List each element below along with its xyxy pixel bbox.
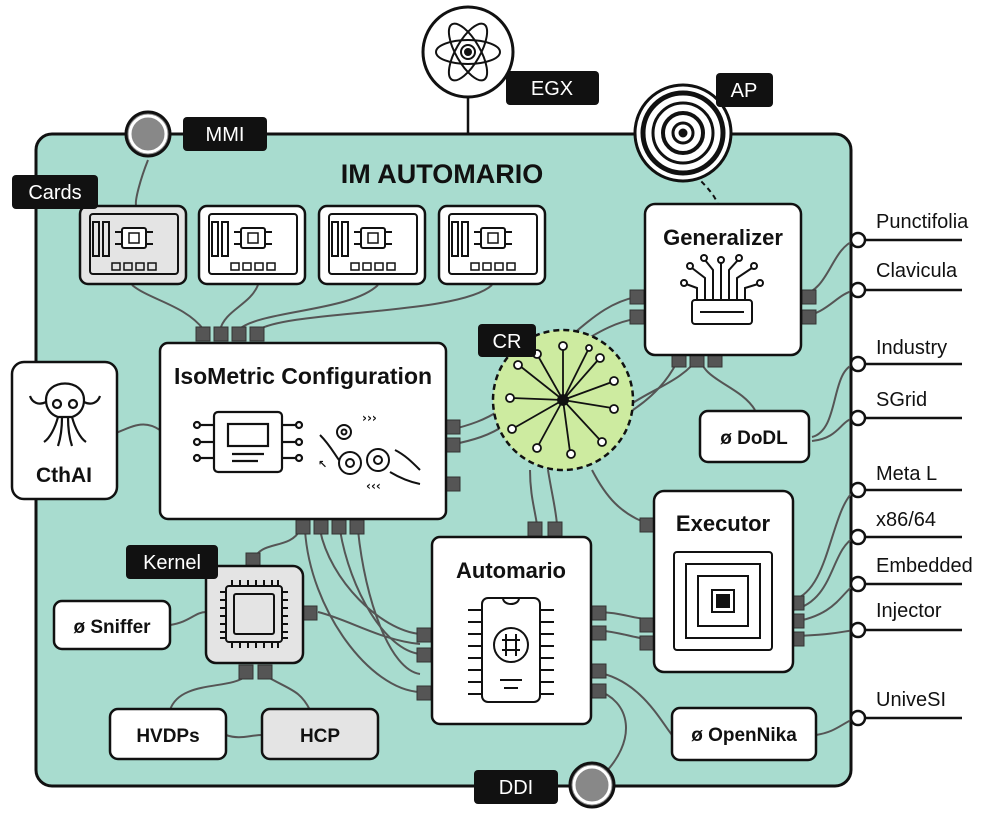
executor-box: Executor	[652, 489, 795, 674]
cr-hub	[491, 328, 635, 472]
svg-text:Kernel: Kernel	[143, 552, 201, 574]
output-label-punctifolia: Punctifolia	[876, 211, 969, 233]
card-3	[317, 204, 427, 286]
isometric-configuration-title: IsoMetric Configuration	[174, 363, 432, 389]
output-label-meta-l: Meta L	[876, 463, 937, 485]
cthai-box: CthAI	[10, 360, 119, 501]
circuit-tree-icon	[680, 254, 764, 325]
dip-chip-icon	[468, 597, 554, 703]
gears-flow-icon: ››› ‹‹‹ ↖	[318, 411, 421, 493]
kernel-tag: Kernel	[126, 545, 218, 579]
svg-text:↖: ↖	[318, 458, 327, 471]
hcp-box: HCP	[260, 707, 380, 761]
svg-text:Cards: Cards	[28, 182, 81, 204]
svg-text:AP: AP	[731, 80, 758, 102]
dodl-label: ø DoDL	[720, 428, 788, 449]
automario-title: Automario	[456, 558, 566, 583]
kernel-chip	[204, 564, 305, 665]
card-1	[78, 204, 188, 286]
hvdps-box: HVDPs	[108, 707, 228, 761]
output-label-sgrid: SGrid	[876, 389, 927, 411]
mmi-tag: MMI	[183, 117, 267, 151]
svg-text:MMI: MMI	[206, 124, 245, 146]
opennika-label: ø OpenNika	[691, 725, 797, 746]
ap-node	[633, 83, 733, 183]
dodl-box: ø DoDL	[698, 409, 811, 464]
atom-icon	[435, 22, 501, 82]
card-4	[437, 204, 547, 286]
isometric-configuration-box: IsoMetric Configuration ››› ‹‹‹ ↖	[158, 341, 448, 521]
cthai-label: CthAI	[36, 464, 92, 487]
svg-text:CR: CR	[493, 331, 522, 353]
opennika-box: ø OpenNika	[670, 706, 818, 762]
cards-tag: Cards	[12, 175, 98, 209]
ddi-tag: DDI	[474, 770, 558, 804]
board-title: IM AUTOMARIO	[341, 159, 544, 189]
output-label-x86-64: x86/64	[876, 509, 936, 531]
automario-box: Automario	[430, 535, 593, 726]
hvdps-label: HVDPs	[136, 726, 199, 747]
output-labels: Punctifolia Clavicula Industry SGrid Met…	[876, 211, 973, 711]
circuit-board-icon	[192, 410, 304, 474]
cards-group	[78, 204, 547, 286]
hcp-label: HCP	[300, 726, 340, 747]
generalizer-title: Generalizer	[663, 225, 783, 250]
processor-icon	[673, 551, 773, 651]
cr-tag: CR	[478, 324, 536, 357]
connector-pads	[195, 289, 817, 701]
cpu-icon	[220, 580, 288, 648]
svg-text:EGX: EGX	[531, 78, 573, 100]
egx-node	[421, 5, 515, 99]
disc-icon	[640, 90, 726, 176]
svg-text:‹‹‹: ‹‹‹	[366, 479, 381, 493]
executor-title: Executor	[676, 511, 771, 536]
output-label-clavicula: Clavicula	[876, 260, 958, 282]
generalizer-box: Generalizer	[643, 202, 803, 357]
card-2	[197, 204, 307, 286]
sniffer-label: ø Sniffer	[73, 617, 151, 638]
output-label-injector: Injector	[876, 600, 942, 622]
output-label-industry: Industry	[876, 337, 947, 359]
output-lines	[862, 238, 962, 720]
egx-tag: EGX	[506, 71, 599, 105]
octopus-head-icon	[28, 382, 102, 447]
sniffer-box: ø Sniffer	[52, 599, 172, 651]
svg-text:DDI: DDI	[499, 777, 533, 799]
ap-tag: AP	[716, 73, 773, 107]
output-label-univesi: UniveSI	[876, 689, 946, 711]
output-label-embedded: Embedded	[876, 555, 973, 577]
output-ports	[849, 231, 867, 727]
svg-text:›››: ›››	[362, 411, 377, 425]
